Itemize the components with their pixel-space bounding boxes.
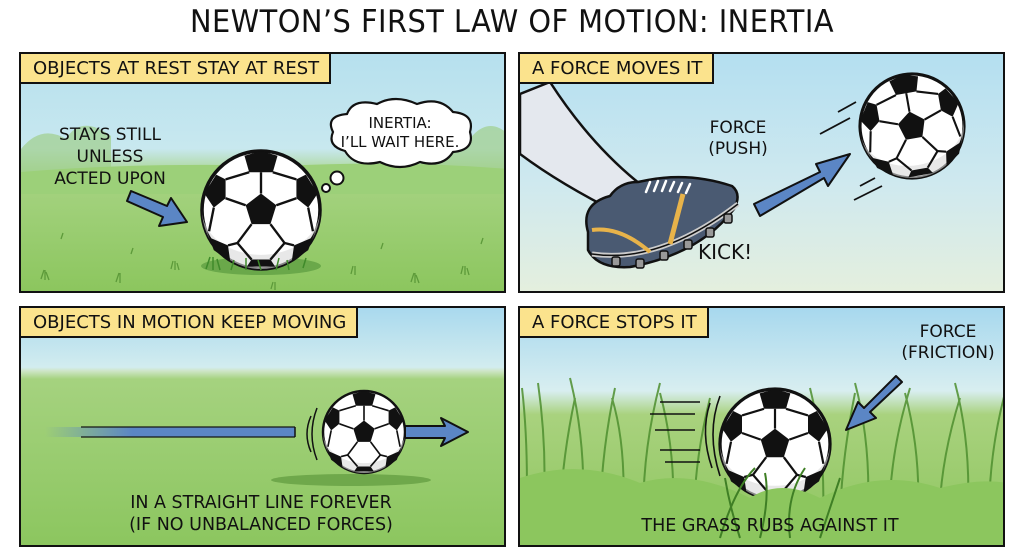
soccer-cleat-icon (585, 175, 740, 269)
grass-rubs-label: THE GRASS RUBS AGAINST IT (641, 516, 899, 536)
motion-lines-icon (819, 101, 883, 201)
panel-caption: A FORCE STOPS IT (520, 308, 709, 338)
thought-bubble-icon: INERTIA: I’LL WAIT HERE. (325, 96, 475, 174)
soccer-ball-icon (850, 64, 974, 188)
ground-shadow (271, 474, 431, 486)
soccer-ball-icon (200, 149, 322, 271)
front-grass (520, 467, 1003, 545)
panel-force-moves-it: FORCE (PUSH) KICK! A FORCE MOVES IT (518, 52, 1005, 293)
panel-objects-at-rest: OBJECTS AT REST STAY AT REST STAYS STILL… (19, 52, 506, 293)
panel-force-stops-it: FORCE (FRICTION) THE GRASS RUBS AGAINST … (518, 306, 1005, 547)
panel-caption: A FORCE MOVES IT (520, 54, 715, 84)
thought-dots-icon (321, 170, 345, 193)
panel-objects-in-motion: IN A STRAIGHT LINE FOREVER (IF NO UNBALA… (19, 306, 506, 547)
motion-lines-icon (650, 395, 721, 477)
stays-still-label: STAYS STILL UNLESS ACTED UPON (54, 125, 166, 189)
arrow-icon (753, 153, 851, 217)
panel-caption: OBJECTS IN MOTION KEEP MOVING (21, 308, 359, 338)
thought-bubble-text: INERTIA: I’LL WAIT HERE. (340, 114, 460, 151)
force-push-label: FORCE (PUSH) (708, 118, 768, 159)
arrow-icon (845, 375, 903, 431)
arrow-icon (404, 417, 469, 447)
kick-sound-effect: KICK! (698, 240, 753, 264)
force-friction-label: FORCE (FRICTION) (901, 322, 995, 363)
panel-caption: OBJECTS AT REST STAY AT REST (21, 54, 332, 84)
straight-line-label: IN A STRAIGHT LINE FOREVER (IF NO UNBALA… (129, 493, 393, 535)
arrow-icon (126, 190, 188, 227)
page-title: NEWTON’S FIRST LAW OF MOTION: INERTIA (189, 4, 835, 40)
motion-trail-icon (45, 407, 318, 461)
